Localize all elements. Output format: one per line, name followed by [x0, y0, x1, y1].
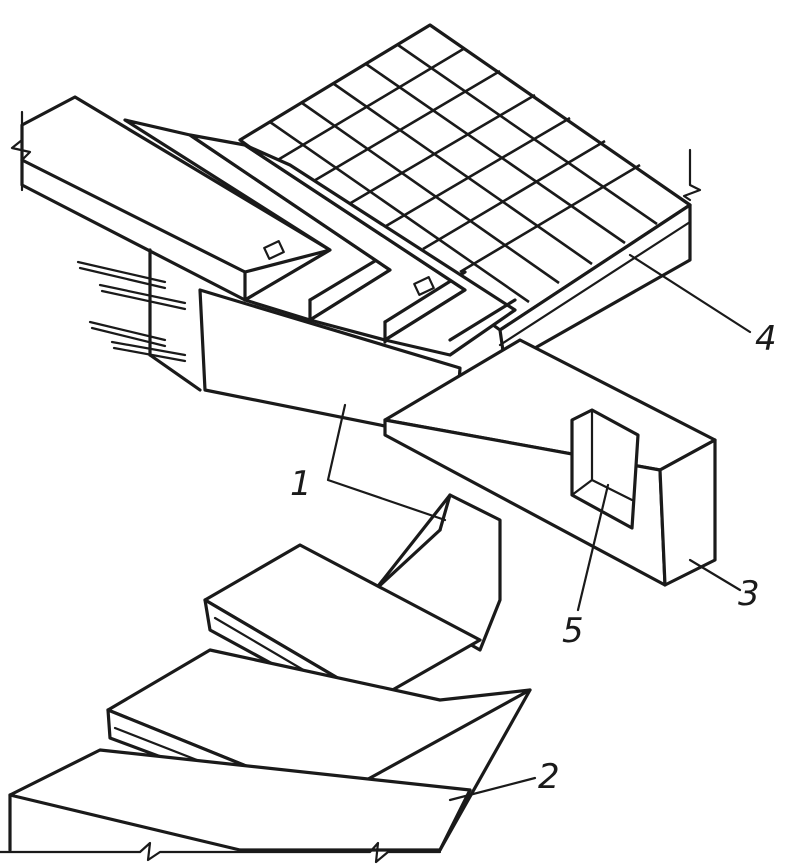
upper-steps	[123, 118, 517, 357]
callout-4: 4	[755, 319, 777, 359]
rebar-ends	[76, 260, 187, 363]
stair-stringer-beam	[76, 248, 462, 442]
lower-stair-flight	[0, 493, 532, 864]
floor-tile-grid	[269, 43, 658, 304]
leader-4	[628, 253, 752, 334]
callout-2: 2	[538, 757, 560, 797]
leader-1	[326, 403, 447, 522]
leader-2	[448, 776, 537, 802]
leader-3	[688, 558, 742, 592]
floor-slab	[238, 23, 702, 367]
callout-5: 5	[562, 611, 584, 651]
leader-5	[576, 483, 610, 612]
leader-lines	[326, 253, 752, 802]
beam-socket	[570, 408, 640, 530]
upper-landing-slab	[10, 95, 332, 302]
callout-labels: 1 2 3 4 5	[290, 319, 777, 797]
callout-3: 3	[738, 574, 760, 614]
callout-1: 1	[290, 464, 312, 504]
